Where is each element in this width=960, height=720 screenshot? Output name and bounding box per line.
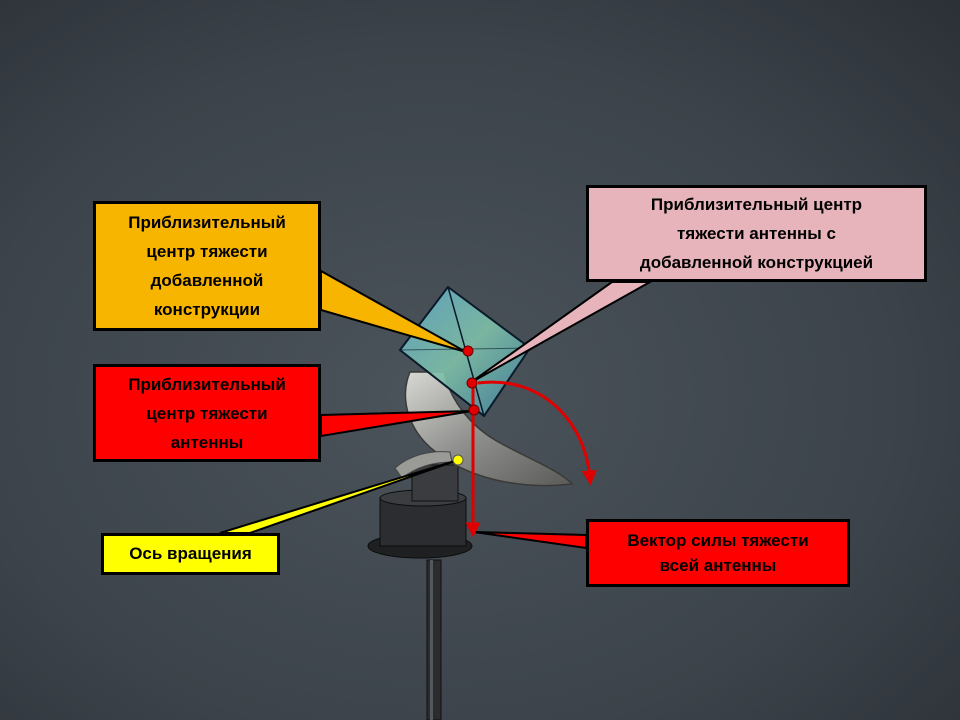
marker-construction-cg (462, 345, 474, 357)
callout-antenna-with-construction-cg: Приблизительный центр тяжести антенны с … (586, 185, 927, 282)
marker-rotation-axis (452, 454, 464, 466)
callout-rotation-axis-text: Ось вращения (129, 544, 252, 563)
callout-antenna-cg-text: Приблизительный центр тяжести антенны (128, 374, 286, 452)
callout-rotation-axis: Ось вращения (101, 533, 280, 575)
callout-construction-cg-text: Приблизительный центр тяжести добавленно… (128, 213, 286, 319)
callout-antenna-with-construction-cg-text: Приблизительный центр тяжести антенны с … (639, 195, 874, 272)
callout-gravity-vector-text: Вектор силы тяжести всей антенны (627, 531, 809, 575)
pointer-antenna-with-construction (469, 281, 654, 384)
antenna-mast (426, 559, 442, 720)
pointer-antenna (320, 410, 473, 438)
marker-antenna-cg (468, 404, 480, 416)
rotation-direction-arrow (477, 380, 597, 486)
callout-gravity-vector: Вектор силы тяжести всей антенны (586, 519, 850, 587)
marker-antenna-with-construction-cg (466, 377, 478, 389)
callout-construction-cg: Приблизительный центр тяжести добавленно… (93, 201, 321, 331)
antenna-hub (411, 464, 459, 502)
callout-antenna-cg: Приблизительный центр тяжести антенны (93, 364, 321, 462)
mast-highlight (430, 560, 433, 720)
pointer-construction (320, 269, 467, 353)
